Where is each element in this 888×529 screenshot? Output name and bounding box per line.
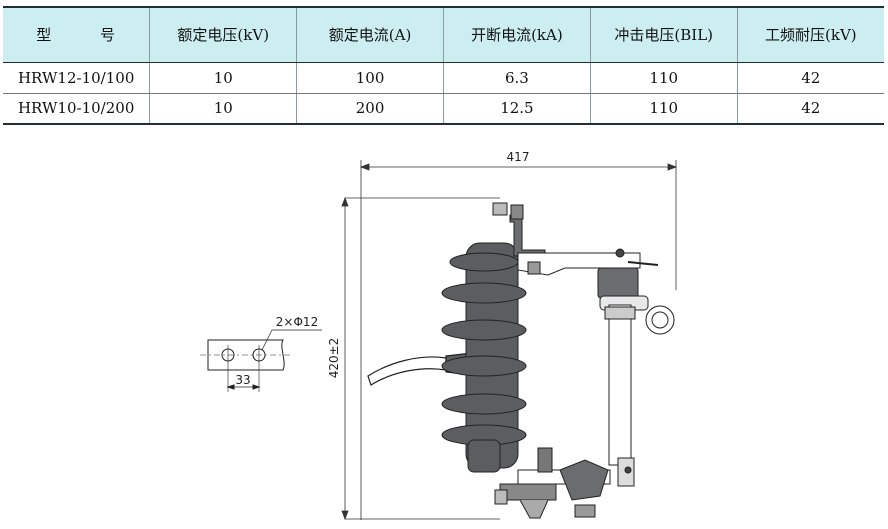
spec-table: 型 号 额定电压(kV) 额定电流(A) 开断电流(kA) 冲击电压(BIL) … [3,6,884,125]
cell-rated-current: 100 [296,62,444,94]
header-breaking-current: 开断电流(kA) [442,6,591,63]
table-row: HRW10-10/200 10 200 12.5 110 42 [3,93,884,125]
cell-power-freq-withstand: 42 [736,62,884,94]
top-contact [492,202,675,335]
cell-rated-voltage: 10 [149,62,297,94]
table-header-row: 型 号 额定电压(kV) 额定电流(A) 开断电流(kA) 冲击电压(BIL) … [3,6,884,63]
width-dim-label: 417 [507,150,530,164]
fuse-tube [604,304,636,487]
cell-impulse-voltage: 110 [589,93,738,125]
cell-breaking-current: 6.3 [442,62,591,94]
hole-spacing-label: 33 [235,373,250,387]
mounting-bracket-detail [200,329,322,392]
cell-breaking-current: 12.5 [442,93,591,125]
width-dimension [359,160,678,520]
header-power-freq-withstand: 工频耐压(kV) [736,6,884,63]
cell-model: HRW12-10/100 [3,62,150,94]
height-dimension [341,196,500,521]
cell-impulse-voltage: 110 [589,62,738,94]
table-row: HRW12-10/100 10 100 6.3 110 42 [3,62,884,94]
bottom-contact [494,447,611,519]
insulator-body [441,242,527,473]
header-model: 型 号 [3,6,150,63]
cell-rated-voltage: 10 [149,93,297,125]
cell-rated-current: 200 [296,93,444,125]
header-impulse-voltage: 冲击电压(BIL) [589,6,738,63]
header-rated-current: 额定电流(A) [296,6,444,63]
header-rated-voltage: 额定电压(kV) [149,6,297,63]
hole-size-label: 2×Φ12 [276,315,318,329]
height-dim-label: 420±2 [327,338,341,379]
cell-model: HRW10-10/200 [3,93,150,125]
cell-power-freq-withstand: 42 [736,93,884,125]
